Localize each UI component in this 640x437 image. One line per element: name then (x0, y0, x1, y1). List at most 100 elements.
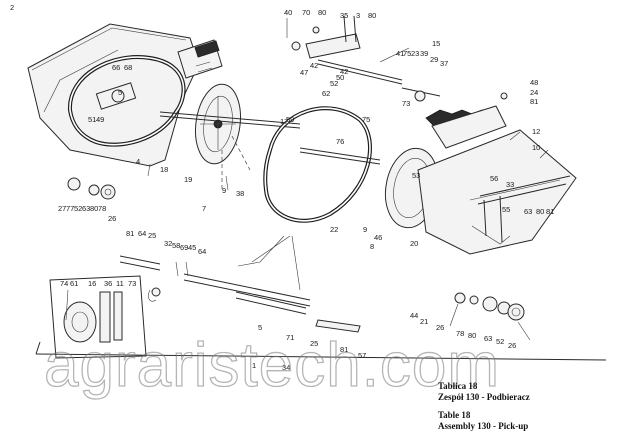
part-number-label: 8 (370, 242, 374, 251)
part-number-label: 56 (490, 174, 498, 183)
part-number-label: 42 (310, 61, 318, 70)
part-number-label: 73 (128, 279, 136, 288)
part-number-label: 42 (340, 67, 348, 76)
part-number-label: 21 (420, 317, 428, 326)
lower-shaft-assembly (119, 255, 189, 302)
part-number-label: 36 (104, 279, 112, 288)
part-number-label: 52 (74, 204, 82, 213)
part-number-label: 81 (530, 97, 538, 106)
caption-table-en: Table 18 (438, 410, 471, 420)
part-number-label: 59 (286, 115, 294, 124)
bearing-stack-left (67, 177, 116, 200)
part-number-label: 80 (468, 331, 476, 340)
caption-assembly-en: Assembly 130 - Pick-up (438, 421, 529, 431)
part-number-label: 9 (222, 186, 226, 195)
part-number-label: 40 (284, 8, 292, 17)
part-number-label: 12 (532, 127, 540, 136)
part-number-label: 51 (88, 115, 96, 124)
part-number-label: 52 (496, 337, 504, 346)
part-number-label: 45 (188, 243, 196, 252)
part-number-label: 61 (70, 279, 78, 288)
part-number-label: 44 (410, 311, 418, 320)
part-number-label: 71 (286, 333, 294, 342)
bearing-stack-right (454, 292, 525, 321)
part-number-label: 57 (358, 351, 366, 360)
frame-corner (35, 341, 41, 355)
part-number-label: 49 (96, 115, 104, 124)
main-shaft (159, 111, 301, 190)
part-number-label: 73 (402, 99, 410, 108)
frame-baseline (35, 353, 607, 361)
tine-frame (471, 175, 571, 245)
part-number-label: 46 (374, 233, 382, 242)
part-number-label: 19 (184, 175, 192, 184)
part-number-label: 2 (10, 3, 14, 12)
part-number-label: 4 (136, 157, 140, 166)
part-number-label: 52 (330, 79, 338, 88)
part-number-label: 41 (396, 49, 404, 58)
part-number-label: 81 (546, 207, 554, 216)
part-number-label: 29 (430, 55, 438, 64)
part-number-label: 24 (530, 88, 538, 97)
part-number-label: 32 (164, 239, 172, 248)
part-number-label: 16 (88, 279, 96, 288)
part-number-label: 35 (340, 11, 348, 20)
part-number-label: 15 (432, 39, 440, 48)
part-number-label: 26 (508, 341, 516, 350)
part-number-label: 70 (302, 8, 310, 17)
part-number-label: 11 (116, 279, 124, 288)
part-number-label: 58 (172, 241, 180, 250)
part-number-label: 37 (440, 59, 448, 68)
part-number-label: 17 (280, 117, 288, 126)
part-number-label: 18 (160, 165, 168, 174)
part-number-label: 26 (108, 214, 116, 223)
part-number-label: 38 (236, 189, 244, 198)
part-number-label: 39 (420, 49, 428, 58)
part-number-label: 80 (90, 204, 98, 213)
inset-detail (49, 275, 147, 359)
part-number-label: 77 (66, 204, 74, 213)
watermark: agraristech.com (43, 330, 501, 400)
part-number-label: 68 (124, 63, 132, 72)
part-number-label: 64 (138, 229, 146, 238)
part-number-label: 9 (363, 225, 367, 234)
part-number-label: 55 (502, 205, 510, 214)
part-number-label: 22 (330, 225, 338, 234)
caption-table-pl: Tablica 18 (438, 381, 478, 391)
part-number-label: 20 (410, 239, 418, 248)
part-number-label: 69 (180, 243, 188, 252)
leader-lines (147, 18, 549, 341)
part-number-label: 47 (300, 68, 308, 77)
part-number-label: 50 (336, 73, 344, 82)
part-number-label: 48 (530, 78, 538, 87)
part-number-label: 80 (368, 11, 376, 20)
part-number-label: 81 (340, 345, 348, 354)
long-shaft (183, 235, 311, 315)
part-number-label: 66 (112, 63, 120, 72)
part-number-label: 3 (356, 11, 360, 20)
part-number-label: 7 (202, 204, 206, 213)
part-number-label: 64 (198, 247, 206, 256)
part-number-label: 78 (98, 204, 106, 213)
part-number-label: 63 (82, 204, 90, 213)
part-number-label: 78 (456, 329, 464, 338)
part-number-label: 1 (252, 361, 256, 370)
part-number-label: 74 (60, 279, 68, 288)
part-number-label: 5 (258, 323, 262, 332)
part-number-label: 63 (484, 334, 492, 343)
part-number-label: 75 (403, 49, 411, 58)
part-number-label: 62 (322, 89, 330, 98)
part-number-label: 81 (126, 229, 134, 238)
part-number-label: 25 (148, 231, 156, 240)
part-number-label: 76 (336, 137, 344, 146)
hub-flange (177, 39, 223, 79)
caption-assembly-pl: Zespół 130 - Podbieracz (438, 392, 530, 402)
pulley (195, 83, 241, 165)
part-number-label: 34 (282, 363, 290, 372)
part-number-label: 23 (411, 49, 419, 58)
part-number-label: 33 (506, 180, 514, 189)
part-number-label: 10 (532, 143, 540, 152)
part-number-label: 80 (318, 8, 326, 17)
